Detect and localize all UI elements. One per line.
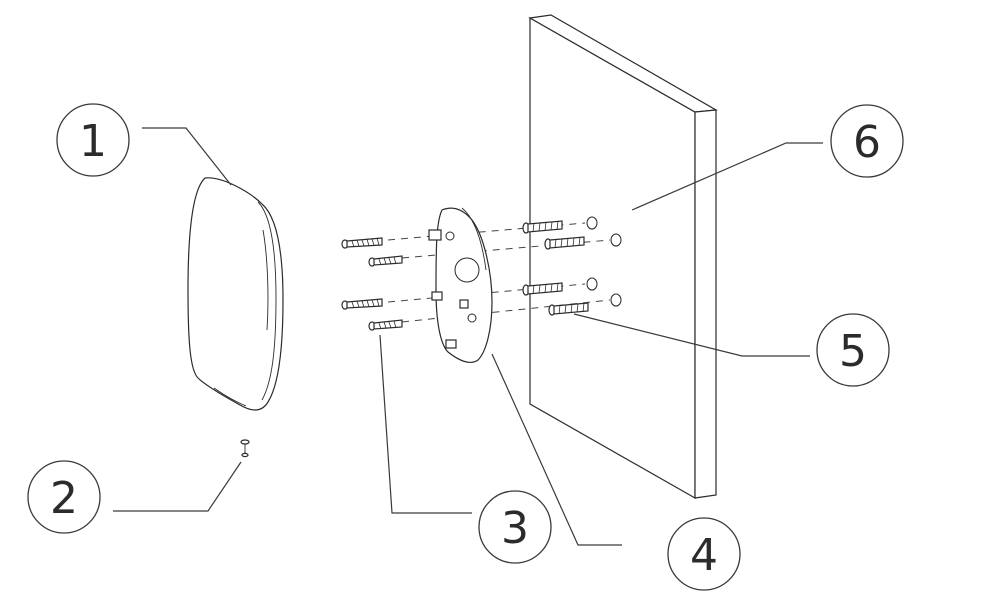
callout-label: 5 (839, 326, 867, 377)
wall-hole (586, 277, 598, 291)
callout-label: 4 (690, 530, 718, 581)
callout-4: 4 (667, 517, 741, 591)
callout-label: 1 (79, 116, 107, 167)
wall-anchor (544, 236, 585, 250)
callout-label: 3 (501, 503, 529, 554)
callout-1: 1 (56, 103, 130, 177)
wall-hole (610, 293, 622, 307)
screw (341, 298, 383, 310)
callout-3: 3 (478, 490, 552, 564)
callout-label: 6 (853, 117, 881, 168)
callout-2: 2 (27, 460, 101, 534)
wall-hole (586, 216, 598, 230)
wall-hole (610, 233, 622, 247)
screw (368, 319, 403, 331)
access-point-device (187, 177, 284, 411)
screw (368, 255, 403, 267)
callout-5: 5 (816, 313, 890, 387)
wall-anchor (522, 282, 563, 296)
callout-label: 2 (50, 473, 78, 524)
wall-anchor (522, 220, 563, 234)
leader-lines (113, 127, 823, 546)
small-screw (240, 439, 250, 458)
callout-6: 6 (830, 104, 904, 178)
wall-panel (528, 14, 718, 500)
mounting-bracket (428, 207, 493, 364)
screws (341, 237, 403, 331)
wall-anchors (522, 220, 589, 316)
wall-anchor (548, 302, 589, 316)
screw (341, 237, 383, 249)
